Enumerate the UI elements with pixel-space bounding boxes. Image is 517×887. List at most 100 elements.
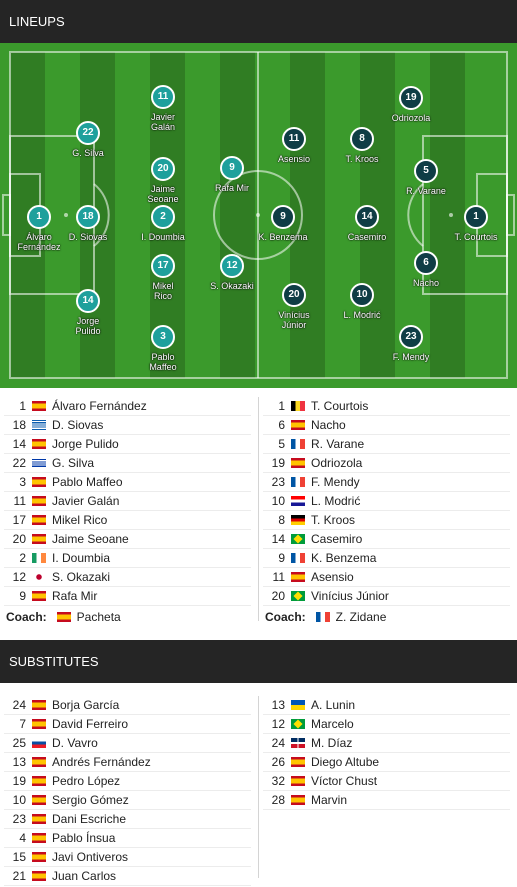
home-coach: Coach:Pacheta [4,606,251,628]
player-name: Rafa Mir [52,589,98,603]
player-row[interactable]: 9 Rafa Mir [4,587,251,606]
pitch-player-home[interactable]: 2 I. Doumbia [123,205,203,242]
shirt-number: 12 [271,717,285,731]
player-name: Odriozola [391,113,431,123]
pitch-player-home[interactable]: 22 G. Silva [48,121,128,158]
flag-icon [291,534,305,544]
pitch-player-away[interactable]: 23 F. Mendy [371,325,451,362]
pitch-player-home[interactable]: 9 Rafa Mir [192,156,272,193]
player-number-badge: 1 [464,205,488,229]
player-name: Mikel Rico [52,513,108,527]
pitch-player-away[interactable]: 6 Nacho [386,251,466,288]
player-number-badge: 12 [220,254,244,278]
pitch-player-away[interactable]: 5 R. Varane [386,159,466,196]
player-name: S. Okazaki [52,570,111,584]
pitch-player-away[interactable]: 19 Odriozola [371,86,451,123]
pitch-player-home[interactable]: 1 Álvaro Fernández [0,205,79,252]
player-number-badge: 10 [350,283,374,307]
shirt-number: 9 [19,589,26,603]
pitch-player-away[interactable]: 1 T. Courtois [436,205,516,242]
player-name: D. Siovas [52,418,104,432]
pitch-player-home[interactable]: 17 Mikel Rico [123,254,203,301]
flag-icon [32,719,46,729]
pitch-player-home[interactable]: 14 Jorge Pulido [48,289,128,336]
pitch-player-home[interactable]: 18 D. Siovas [48,205,128,242]
shirt-number: 13 [12,755,26,769]
player-number-badge: 11 [151,85,175,109]
flag-icon [291,401,305,411]
player-name: A. Lunin [311,698,356,712]
player-name: Nacho [412,278,439,288]
pitch-player-away[interactable]: 20 Vinícius Júnior [254,283,334,330]
column-divider [258,397,259,621]
shirt-number: 23 [271,475,285,489]
pitch-player-home[interactable]: 3 Pablo Maffeo [123,325,203,372]
player-name: L. Modrić [343,310,381,320]
lineups-title: LINEUPS [9,14,65,29]
flag-icon [32,515,46,525]
pitch-player-home[interactable]: 11 Javier Galán [123,85,203,132]
player-number-badge: 20 [151,157,175,181]
flag-icon [32,814,46,824]
pitch-player-home[interactable]: 20 Jaime Seoane [123,157,203,204]
player-name: G. Silva [72,148,104,158]
flag-icon [291,572,305,582]
player-name: R. Varane [406,186,446,196]
pitch-player-away[interactable]: 10 L. Modrić [322,283,402,320]
flag-icon [56,612,71,622]
player-number-badge: 6 [414,251,438,275]
player-name: T. Kroos [345,154,379,164]
flag-icon [32,553,46,563]
coach-name[interactable]: Pacheta [76,610,121,624]
pitch-player-away[interactable]: 14 Casemiro [327,205,407,242]
player-name: G. Silva [52,456,95,470]
pitch-player-home[interactable]: 12 S. Okazaki [192,254,272,291]
pitch-player-away[interactable]: 8 T. Kroos [322,127,402,164]
coach-name[interactable]: Z. Zidane [335,610,387,624]
pitch-player-away[interactable]: 11 Asensio [254,127,334,164]
pitch-player-away[interactable]: 9 K. Benzema [243,205,323,242]
player-name: Borja García [52,698,120,712]
shirt-number: 20 [12,532,26,546]
player-name: Vinícius Júnior [311,589,389,603]
